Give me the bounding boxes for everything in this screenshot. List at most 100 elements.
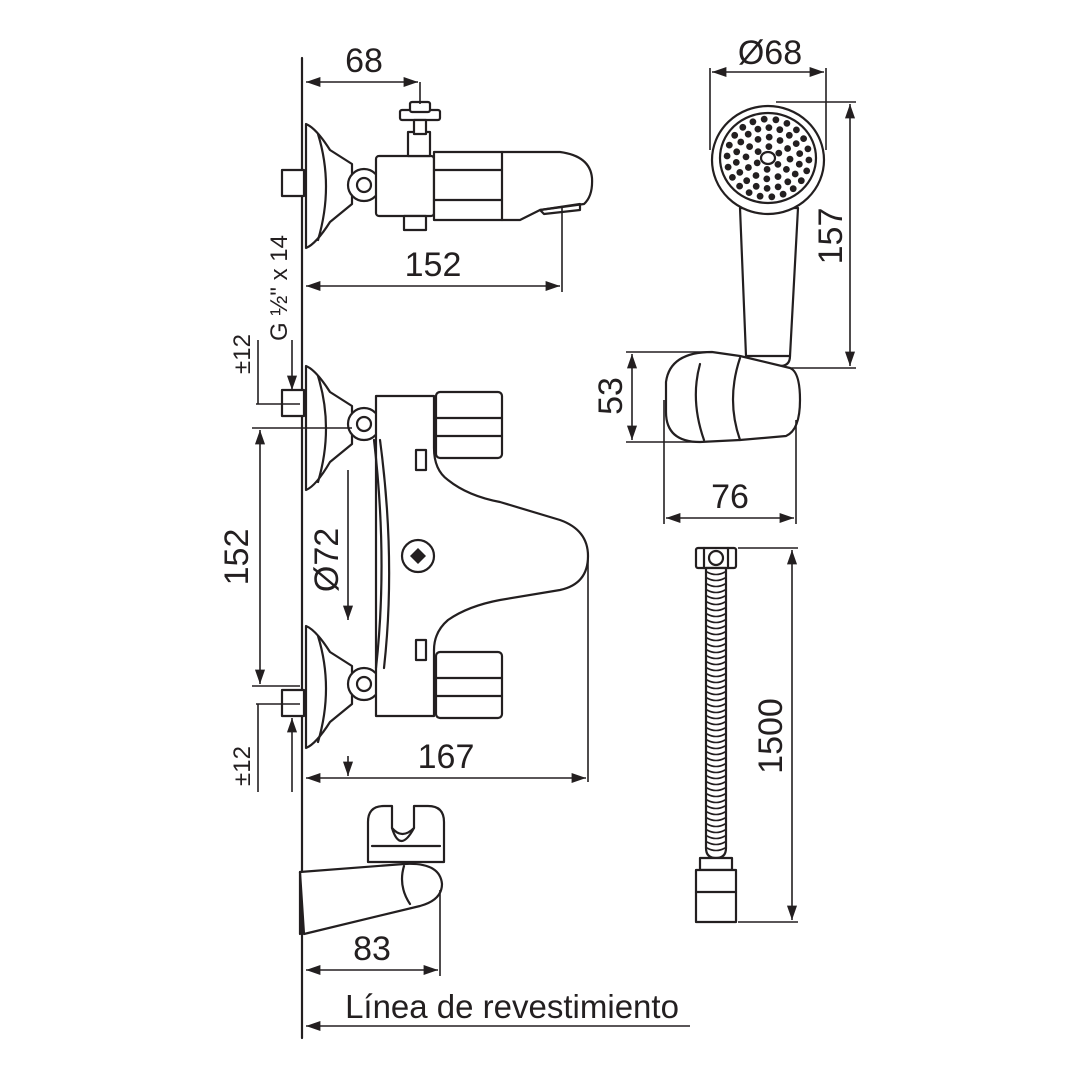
diameter-68-label: Ø68 [738,34,802,72]
hose-coils [706,571,726,852]
nozzle [724,163,732,171]
dimension-68: 68 [306,42,421,104]
hose-coil [706,751,726,756]
dimension-167: 167 [306,560,589,784]
nozzle [745,189,753,197]
nozzle [732,159,740,166]
nozzle [756,192,764,200]
shower-bracket-view [664,350,802,444]
hose-coil [706,679,726,684]
dimension-68-label: 68 [345,42,383,80]
nozzle [742,153,750,161]
hose-coil [706,727,726,732]
hose-coil [706,601,726,606]
hose-coil [706,745,726,750]
dimension-offset-top: ±12 [229,334,300,405]
hose-coil [706,643,726,648]
hose-coil [706,775,726,780]
dimension-diameter-72: Ø72 [308,470,354,620]
hose-coil [706,655,726,660]
dimension-152-top-label: 152 [405,246,462,284]
offset-top-label: ±12 [229,334,256,374]
nozzle [775,149,783,157]
nozzle [736,182,743,190]
hose-coil [706,781,726,786]
hose-coil [706,673,726,678]
nozzle [763,175,771,183]
nozzle [797,177,805,185]
nozzle-center [759,150,777,166]
hose-coil [706,649,726,654]
hose-coil [706,613,726,618]
nozzle [779,190,787,198]
thread-label: G ½" x 14 [266,235,293,341]
nozzle [786,155,794,163]
nozzle [754,136,762,143]
nozzle [772,116,780,124]
dimension-diameter-68: Ø68 [709,34,827,150]
hose-coil [706,619,726,624]
faucet-top-view [280,100,594,250]
nozzle [774,183,782,191]
dimension-157-label: 157 [812,208,850,265]
nozzle [754,148,762,156]
nozzle [768,193,776,201]
nozzle [763,166,771,173]
nozzle [760,115,768,123]
caption-label: Línea de revestimiento [345,988,679,1025]
nozzle [765,133,773,141]
caption-finish-line: Línea de revestimiento [306,988,690,1032]
nozzle [783,166,790,173]
hose-coil [706,829,726,834]
nozzle [765,143,773,151]
hose-view [694,546,738,924]
nozzle [739,123,747,131]
hose-coil [706,637,726,642]
nozzle [737,138,745,146]
nozzle [753,159,761,167]
nozzle [765,124,773,131]
hand-shower-view [710,104,826,368]
nozzle [792,140,800,148]
dimension-83: 83 [306,890,441,976]
nozzle [785,131,793,139]
dimension-76-label: 76 [711,478,749,516]
hose-coil [706,721,726,726]
nozzle [791,170,799,178]
hose-coil [706,577,726,582]
hose-coil [706,841,726,846]
nozzle [784,145,791,152]
hose-coil [706,787,726,792]
nozzle [795,160,803,168]
hose-coil [706,715,726,720]
nozzle [746,143,753,151]
dimension-53-label: 53 [592,377,630,415]
dimension-53: 53 [592,351,710,443]
mixer-front-view [280,364,590,750]
nozzle [789,185,797,193]
nozzle [745,164,752,171]
hose-coil [706,835,726,840]
hose-coil [706,805,726,810]
hose-coil [706,733,726,738]
hose-coil [706,661,726,666]
hose-coil [706,799,726,804]
hose-coil [706,823,726,828]
hose-coil [706,763,726,768]
dimension-1500: 1500 [738,547,798,923]
dimension-167-label: 167 [418,738,475,776]
dimension-152-top: 152 [306,208,563,292]
dimension-152-centers-label: 152 [218,529,256,586]
hose-coil [706,685,726,690]
hose-coil [706,691,726,696]
nozzle [743,177,751,185]
nozzle [774,173,782,181]
nozzle [803,167,811,175]
nozzle [804,145,812,153]
nozzle [774,161,782,168]
nozzle [800,135,807,143]
dimension-152-centers: 152 [218,427,352,687]
nozzle [776,137,784,144]
hose-coil [706,583,726,588]
nozzle [752,182,760,190]
